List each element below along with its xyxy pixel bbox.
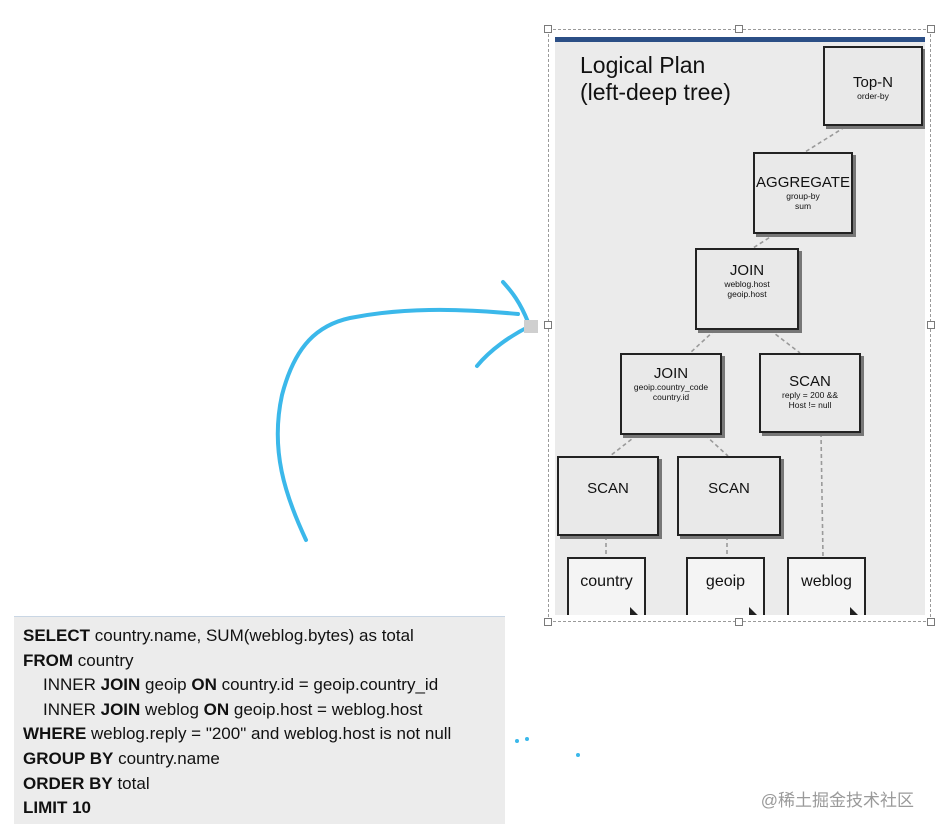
sql-line-limit: LIMIT 10 [23,798,92,818]
node-join-outer-detail-1: weblog.host [724,279,770,289]
table-geoip-label: geoip [705,573,746,590]
resize-handle-top-left[interactable] [544,25,552,33]
resize-handle-top[interactable] [735,25,743,33]
node-top-n-label: Top-N [852,74,893,91]
table-weblog-label: weblog [801,573,852,590]
node-scan-geoip: SCAN [677,456,781,536]
node-join-inner: JOIN geoip.country_code country.id [620,353,722,435]
node-scan-weblog: SCAN reply = 200 && Host != null [759,353,861,433]
table-country-label: country [580,573,633,590]
resize-handle-left[interactable] [544,321,552,329]
resize-handle-bottom-right[interactable] [927,618,935,626]
ink-dot [525,737,529,741]
edge-topn-aggregate [804,126,846,153]
edge-join-scan-geoip [704,434,729,457]
logical-plan-diagram[interactable]: Logical Plan (left-deep tree) Top-N orde… [555,37,925,615]
ink-dot [515,739,519,743]
table-geoip: geoip [686,557,765,615]
node-join-outer-detail-2: geoip.host [727,289,767,299]
arrow-head-upper [501,280,530,324]
page-fold-icon [850,607,864,615]
arrow-curve [275,307,520,542]
page-fold-icon [630,607,644,615]
resize-handle-bottom-left[interactable] [544,618,552,626]
edge-join-join [689,329,716,354]
node-aggregate: AGGREGATE group-by sum [753,152,853,234]
arrow-head-lower [475,324,532,368]
title-line-2: (left-deep tree) [580,79,731,105]
sql-line-group-by: GROUP BY country.name [23,748,220,768]
node-aggregate-detail-1: group-by [786,191,820,201]
node-scan-geoip-label: SCAN [708,480,750,497]
sql-line-select: SELECT country.name, SUM(weblog.bytes) a… [23,626,414,645]
node-top-n: Top-N order-by [823,46,923,126]
sql-line-from: FROM country [23,650,134,670]
node-scan-country-label: SCAN [587,480,629,497]
node-top-n-detail: order-by [857,91,889,101]
edge-join-scan [769,329,801,354]
connection-point-icon [524,320,538,333]
sql-query-block[interactable]: SELECT country.name, SUM(weblog.bytes) a… [14,616,505,824]
tree-edges [605,126,846,558]
node-join-inner-detail-1: geoip.country_code [633,382,709,392]
table-weblog: weblog [787,557,866,615]
table-country: country [567,557,646,615]
edge-aggregate-join [752,233,776,249]
sql-line-join-weblog: INNER JOIN weblog ON geoip.host = weblog… [43,699,423,719]
node-scan-country: SCAN [557,456,659,536]
watermark: @稀土掘金技术社区 [760,791,914,810]
ink-dot [576,753,580,757]
node-join-outer: JOIN weblog.host geoip.host [695,248,799,330]
resize-handle-bottom[interactable] [735,618,743,626]
node-aggregate-detail-2: sum [794,201,812,211]
edge-join-scan-country [609,434,638,457]
title-line-1: Logical Plan [580,52,706,78]
resize-handle-top-right[interactable] [927,25,935,33]
node-join-inner-label: JOIN [653,365,689,382]
sql-line-where: WHERE weblog.reply = "200" and weblog.ho… [23,724,452,744]
node-scan-weblog-detail-2: Host != null [788,400,832,410]
node-scan-weblog-label: SCAN [789,373,831,390]
node-scan-weblog-detail-1: reply = 200 && [782,390,838,400]
page-fold-icon [749,607,763,615]
node-aggregate-label: AGGREGATE [756,174,850,191]
node-join-outer-label: JOIN [729,262,765,279]
sql-line-join-geoip: INNER JOIN geoip ON country.id = geoip.c… [43,675,439,695]
diagram-title: Logical Plan (left-deep tree) [580,52,731,106]
node-join-inner-detail-2: country.id [652,392,690,402]
sql-line-order-by: ORDER BY total [23,773,150,793]
resize-handle-right[interactable] [927,321,935,329]
